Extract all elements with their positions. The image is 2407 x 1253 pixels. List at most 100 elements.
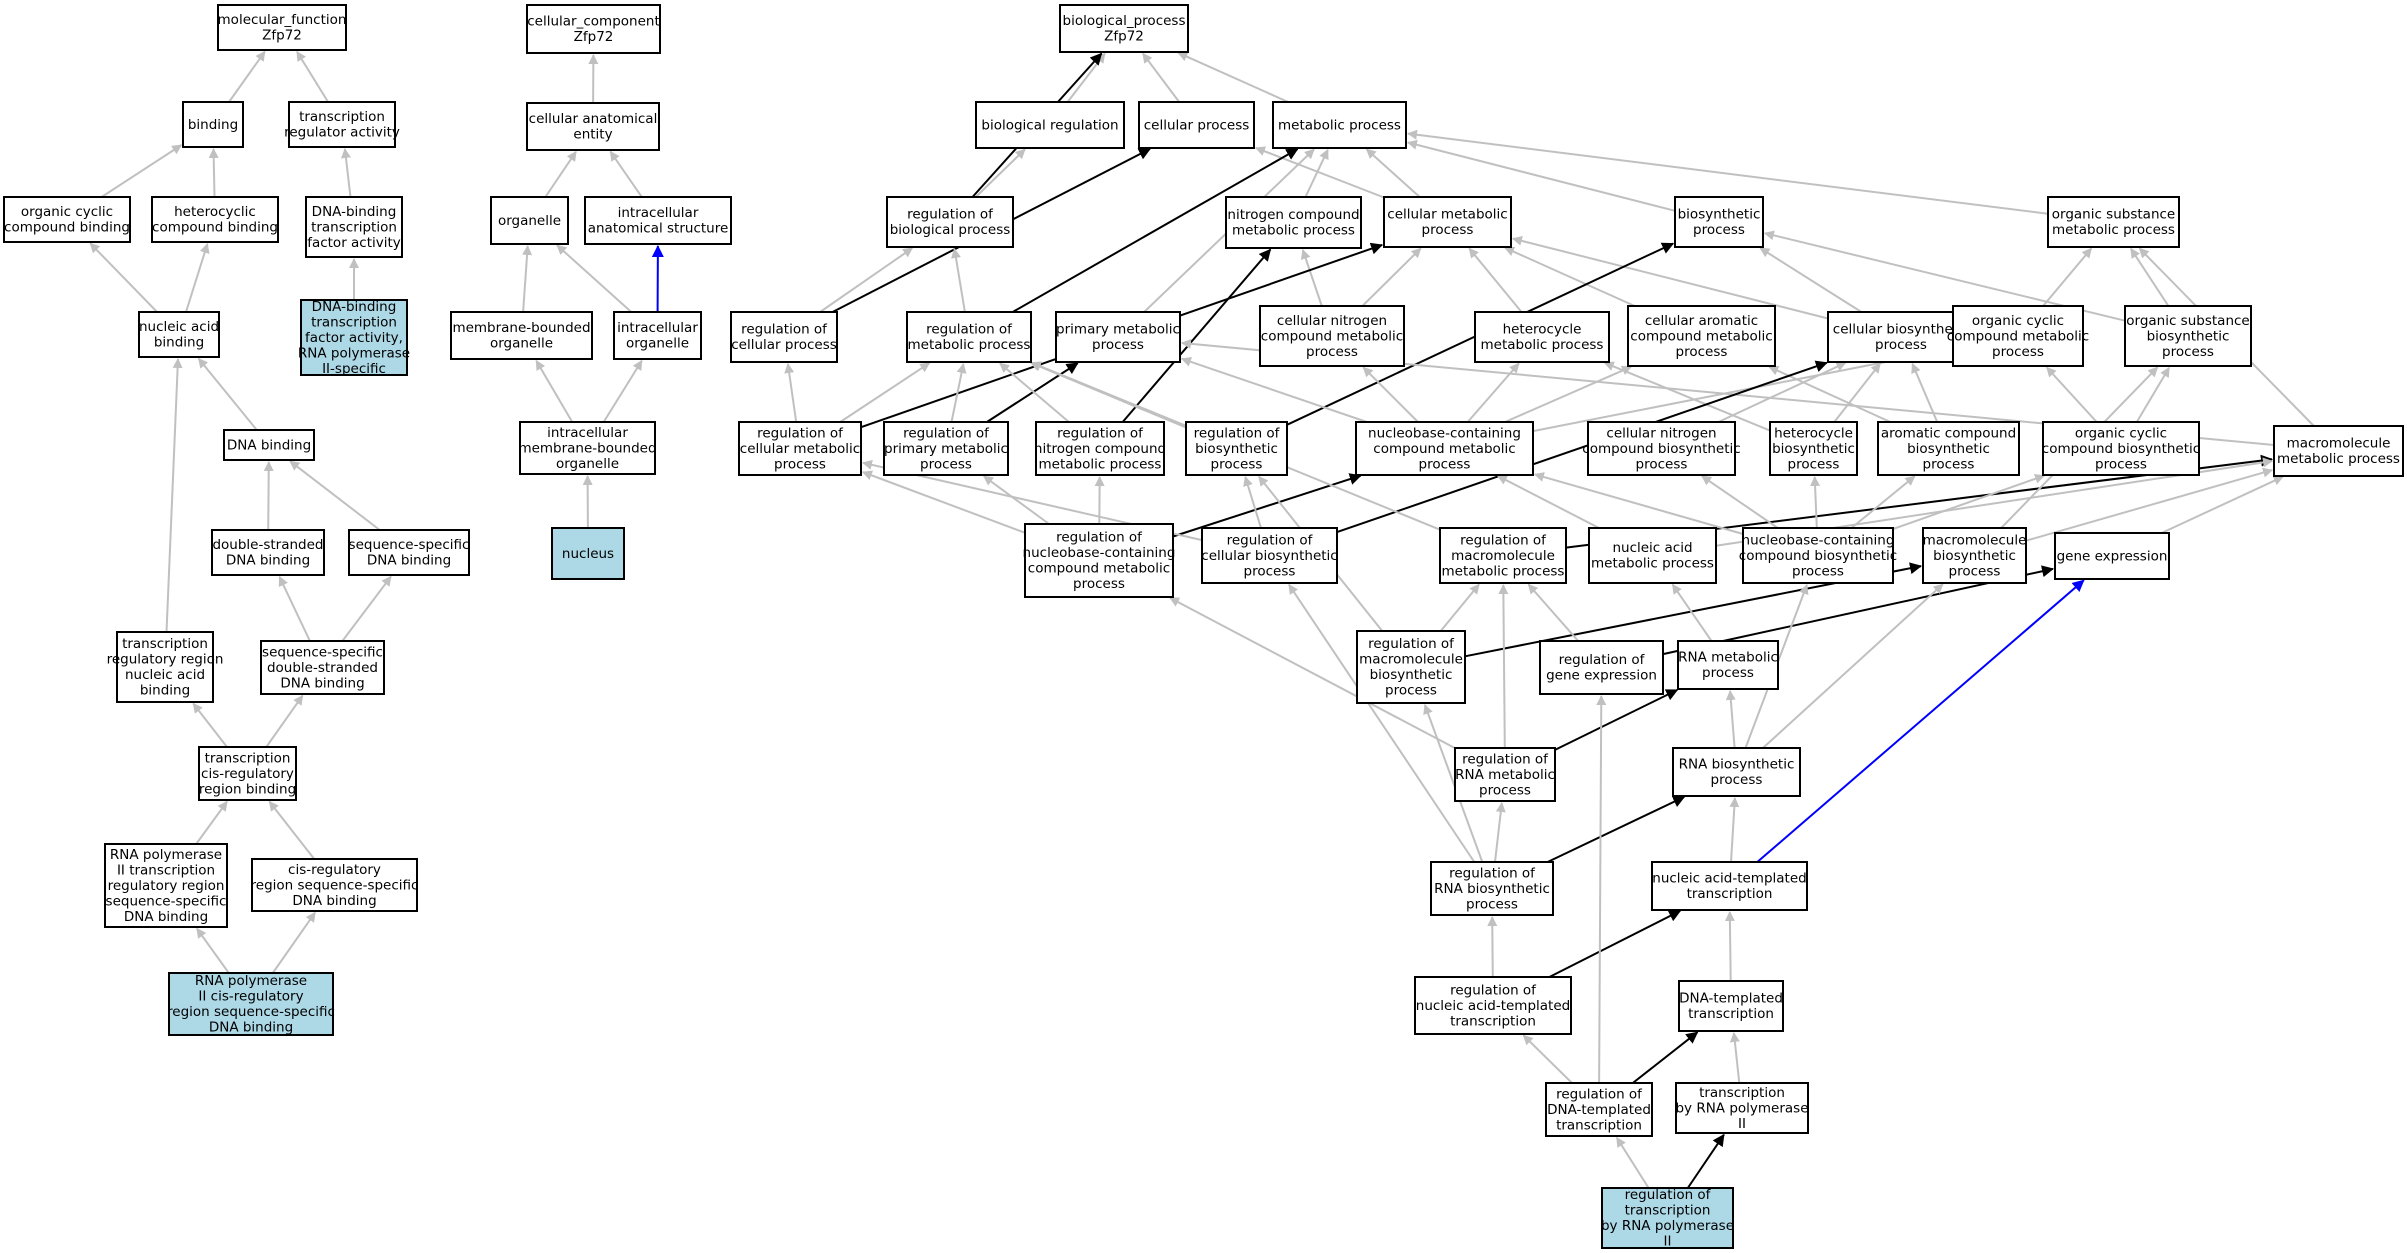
term-label-line: compound binding (152, 220, 278, 236)
edge-is_a-trp2-to-dtt (1729, 1032, 1741, 1084)
term-label-line: transcription (311, 314, 397, 330)
term-node-mp[interactable]: metabolic process (1272, 101, 1407, 149)
term-node-dnab[interactable]: DNA binding (223, 429, 315, 461)
edge-is_a-occmp-to-osmp (2042, 247, 2093, 307)
term-label-line: intracellular (547, 425, 628, 441)
term-node-rnbcmp[interactable]: regulation ofnucleobase-containingcompou… (1023, 523, 1176, 598)
term-box (1675, 1082, 1809, 1134)
term-label-line: by RNA polymerase (1601, 1218, 1734, 1234)
term-node-rmacbp[interactable]: regulation ofmacromoleculebiosyntheticpr… (1356, 630, 1466, 704)
term-node-nucleus[interactable]: nucleus (551, 527, 625, 580)
term-label-line: metabolic process (1278, 117, 1401, 133)
term-label-line: DNA binding (367, 553, 451, 569)
edge-is_a-rcbp-to-rbiosp (1243, 475, 1262, 529)
term-label-line: metabolic process (2277, 451, 2400, 467)
term-node-binding[interactable]: binding (182, 101, 244, 148)
term-label-line: regulation of (1368, 636, 1455, 652)
term-label-line: biosynthetic (1933, 548, 2016, 564)
term-label-line: gene expression (1546, 668, 1657, 684)
term-box (1439, 527, 1567, 584)
term-box (1587, 421, 1736, 476)
term-node-ge[interactable]: gene expression (2054, 532, 2170, 580)
term-label-line: DNA binding (124, 909, 208, 925)
term-node-cp[interactable]: cellular process (1138, 101, 1255, 149)
term-box (1627, 305, 1776, 367)
term-box (223, 429, 315, 461)
term-label-line: nucleic acid (139, 319, 219, 335)
term-node-breg[interactable]: biological regulation (975, 101, 1125, 149)
edge-is_a-io-to-organelle (556, 244, 632, 313)
term-label-line: regulation of (1462, 751, 1549, 767)
term-label-line: transcription (122, 636, 208, 652)
edge-is_a-ssdna-to-dnab (289, 460, 381, 531)
edge-is_a-rnbcmp-to-rcmp (861, 470, 1026, 534)
term-node-organelle[interactable]: organelle (490, 196, 569, 245)
term-label-line: region sequence-specific (167, 1004, 335, 1020)
term-label-line: process (1422, 222, 1474, 238)
term-label-line: process (1306, 344, 1358, 360)
